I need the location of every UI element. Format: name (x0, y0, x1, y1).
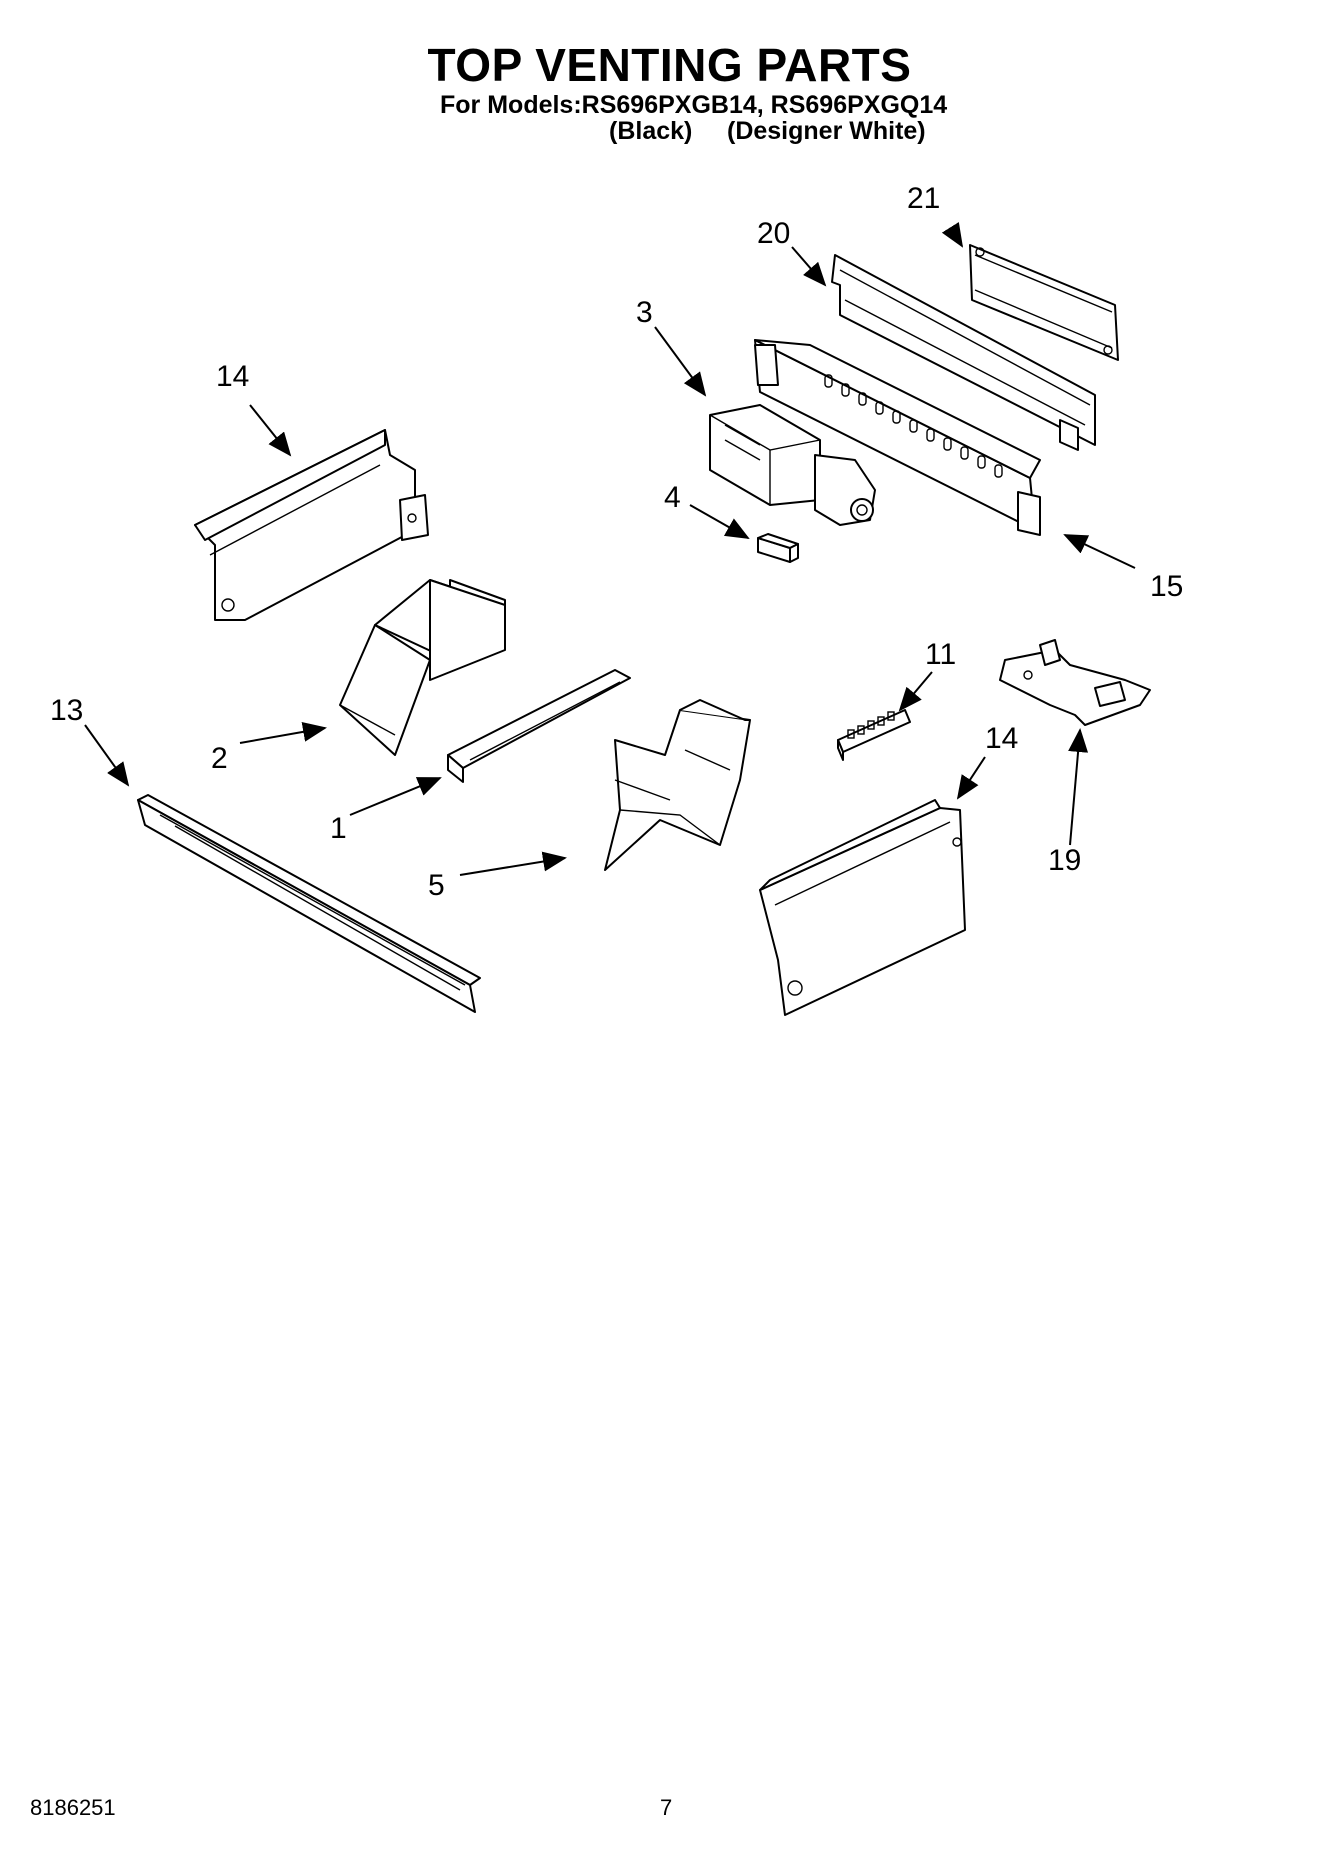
callout-20: 20 (757, 217, 790, 250)
part-5-deflector (604, 699, 751, 871)
leader-13 (84, 724, 130, 787)
leader-11 (898, 671, 933, 712)
callout-5: 5 (428, 869, 445, 902)
leader-21 (941, 222, 964, 248)
part-11-terminal-block (837, 709, 911, 761)
page-title: TOP VENTING PARTS (427, 39, 912, 91)
leader-14-lower (956, 756, 986, 800)
callout-2: 2 (211, 742, 228, 775)
part-21-plate (969, 244, 1119, 361)
variant-designer-white: (Designer White) (727, 117, 926, 145)
leader-1 (349, 777, 442, 816)
part-3-blower-assembly (709, 404, 876, 526)
callout-4: 4 (664, 481, 681, 514)
part-13-rail (137, 794, 481, 1013)
leader-20 (791, 246, 827, 287)
callout-11: 11 (925, 638, 956, 671)
callout-1: 1 (330, 812, 347, 845)
leader-4 (689, 504, 750, 539)
leader-19 (1068, 728, 1089, 846)
part-19-switch-bracket (999, 639, 1151, 726)
callout-14-upper: 14 (216, 360, 249, 393)
leader-arrows (84, 222, 1136, 876)
leader-14-upper (249, 404, 292, 457)
part-20-bracket (831, 254, 1096, 451)
callout-3: 3 (636, 296, 653, 329)
page-number: 7 (660, 1795, 673, 1820)
callout-19: 19 (1048, 844, 1081, 877)
part-1-strip (447, 669, 631, 783)
variant-black: (Black) (609, 117, 693, 145)
part-14-bracket-upper (194, 429, 429, 621)
part-14-panel-lower (759, 799, 966, 1016)
callout-14-lower: 14 (985, 722, 1018, 755)
document-number: 8186251 (30, 1795, 116, 1820)
leader-5 (459, 851, 567, 876)
callout-21: 21 (907, 182, 940, 215)
part-2-duct (339, 579, 506, 756)
part-15-vent-rail (754, 339, 1041, 536)
models-line: For Models:RS696PXGB14, RS696PXGQ14 (440, 91, 948, 119)
leader-15 (1063, 534, 1136, 569)
callout-13: 13 (50, 694, 83, 727)
part-4-block (757, 533, 799, 563)
leader-2 (239, 721, 327, 744)
callout-15: 15 (1150, 570, 1183, 603)
leader-3 (654, 326, 707, 397)
